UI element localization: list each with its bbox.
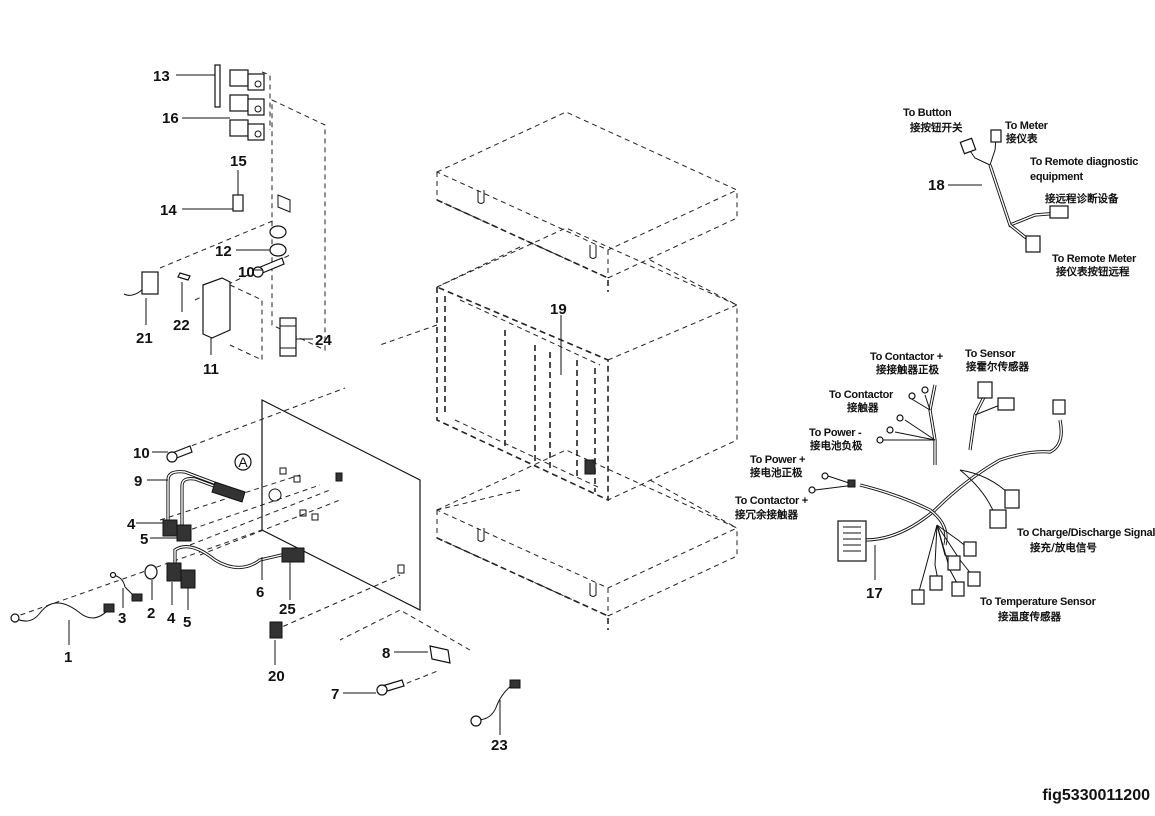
harness-17-labels: To Contactor + 接接触器正极 To Sensor 接霍尔传感器 T…: [735, 348, 1155, 623]
part-num-23[interactable]: 23: [491, 737, 508, 754]
label-to-remote-diagnostic-zh: 接远程诊断设备: [1045, 192, 1119, 205]
enclosure-top-cover: [435, 111, 739, 292]
label-to-charge-discharge: To Charge/Discharge Signal: [1017, 527, 1155, 539]
control-module-11: [202, 277, 263, 361]
part-num-24[interactable]: 24: [315, 332, 332, 349]
label-to-sensor-zh: 接霍尔传感器: [966, 360, 1029, 373]
label-to-contactor-zh: 接触器: [847, 401, 879, 414]
terminal-14-15: [232, 170, 244, 212]
grommet-2: [144, 564, 158, 580]
enclosure-bottom-cover: [435, 449, 739, 630]
cable-6: [173, 545, 305, 570]
part-num-4-lower[interactable]: 4: [167, 610, 176, 627]
callout-a-label: A: [238, 454, 248, 470]
part-num-10-top[interactable]: 10: [238, 264, 255, 281]
callout-a: A: [234, 453, 252, 471]
part-num-1[interactable]: 1: [64, 649, 72, 666]
part-num-9[interactable]: 9: [134, 473, 142, 490]
label-to-button-zh: 接按钮开关: [910, 121, 963, 134]
part-num-21[interactable]: 21: [136, 330, 153, 347]
connectors-4-5-upper: [162, 519, 192, 542]
fuse-strip-13: [214, 64, 221, 108]
cable-9: [166, 470, 246, 525]
label-to-power-plus-zh: 接电池正极: [750, 466, 803, 479]
label-to-contactor-plus: To Contactor +: [870, 351, 943, 363]
enclosure-main-box: [436, 227, 738, 502]
label-to-remote-meter-zh: 接仪表按钮远程: [1056, 265, 1130, 278]
label-to-remote-diagnostic-2: equipment: [1030, 171, 1084, 183]
part-num-4-upper[interactable]: 4: [127, 516, 136, 533]
label-plate-24: [279, 317, 297, 357]
part-num-7[interactable]: 7: [331, 686, 339, 703]
screw-22: [177, 272, 191, 281]
part-num-18[interactable]: 18: [928, 177, 945, 194]
part-num-5-upper[interactable]: 5: [140, 531, 148, 548]
part-num-13[interactable]: 13: [153, 68, 170, 85]
part-num-16[interactable]: 16: [162, 110, 179, 127]
ferrite-rings-12: [269, 225, 287, 257]
part-num-25[interactable]: 25: [279, 601, 296, 618]
part-num-5-lower[interactable]: 5: [183, 614, 191, 631]
label-to-power-minus: To Power -: [809, 427, 862, 439]
part-num-3[interactable]: 3: [118, 610, 126, 627]
part-num-22[interactable]: 22: [173, 317, 190, 334]
figure-id: fig5330011200: [1042, 787, 1150, 804]
fuse-holders-16: [229, 69, 265, 141]
mounting-plate: [261, 399, 421, 611]
label-to-meter: To Meter: [1005, 120, 1049, 132]
label-to-remote-diagnostic: To Remote diagnostic: [1030, 156, 1138, 168]
label-to-sensor: To Sensor: [965, 348, 1016, 360]
cover-8: [429, 645, 451, 664]
part-num-6[interactable]: 6: [256, 584, 264, 601]
bolt-10-top: [252, 257, 285, 278]
part-num-12[interactable]: 12: [215, 243, 232, 260]
label-to-meter-zh: 接仪表: [1006, 132, 1038, 145]
label-to-contactor-plus-redundant-zh: 接冗余接触器: [735, 508, 798, 521]
relay-bracket: [261, 71, 326, 351]
label-to-temperature-sensor: To Temperature Sensor: [980, 596, 1097, 608]
part-num-20[interactable]: 20: [268, 668, 285, 685]
part-num-11[interactable]: 11: [203, 361, 219, 378]
label-to-contactor: To Contactor: [829, 389, 894, 401]
cable-1: [10, 602, 115, 623]
part-num-15[interactable]: 15: [230, 153, 247, 170]
bracket-clip: [277, 194, 291, 213]
ferrite-20: [269, 621, 283, 639]
leader-lines: [68, 74, 501, 735]
label-to-contactor-plus-zh: 接接触器正极: [876, 363, 939, 376]
part-num-19[interactable]: 19: [550, 301, 567, 318]
switch-21: [123, 271, 159, 296]
label-to-remote-meter: To Remote Meter: [1052, 253, 1137, 265]
part-num-8[interactable]: 8: [382, 645, 390, 662]
harness-17: [808, 381, 1066, 605]
connectors-4-5-lower: [166, 562, 196, 589]
label-to-temperature-sensor-zh: 接温度传感器: [998, 610, 1061, 623]
part-num-14[interactable]: 14: [160, 202, 177, 219]
bolt-10-left: [166, 445, 193, 463]
part-num-2[interactable]: 2: [147, 605, 155, 622]
harness-18: [948, 129, 1069, 253]
part-numbers: 13 16 15 14 12 10 21 22 11 24 19 10 9 4 …: [64, 68, 945, 754]
label-to-charge-discharge-zh: 接充/放电信号: [1030, 541, 1097, 554]
bolt-7: [376, 679, 405, 696]
harness-18-labels: To Button 接按钮开关 To Meter 接仪表 To Remote d…: [903, 107, 1139, 278]
label-to-button: To Button: [903, 107, 952, 119]
part-num-10-left[interactable]: 10: [133, 445, 150, 462]
cable-3: [109, 571, 143, 602]
label-to-power-minus-zh: 接电池负极: [810, 439, 863, 452]
part-num-17[interactable]: 17: [866, 585, 883, 602]
label-to-contactor-plus-redundant: To Contactor +: [735, 495, 808, 507]
cable-23: [470, 679, 521, 727]
label-to-power-plus: To Power +: [750, 454, 805, 466]
